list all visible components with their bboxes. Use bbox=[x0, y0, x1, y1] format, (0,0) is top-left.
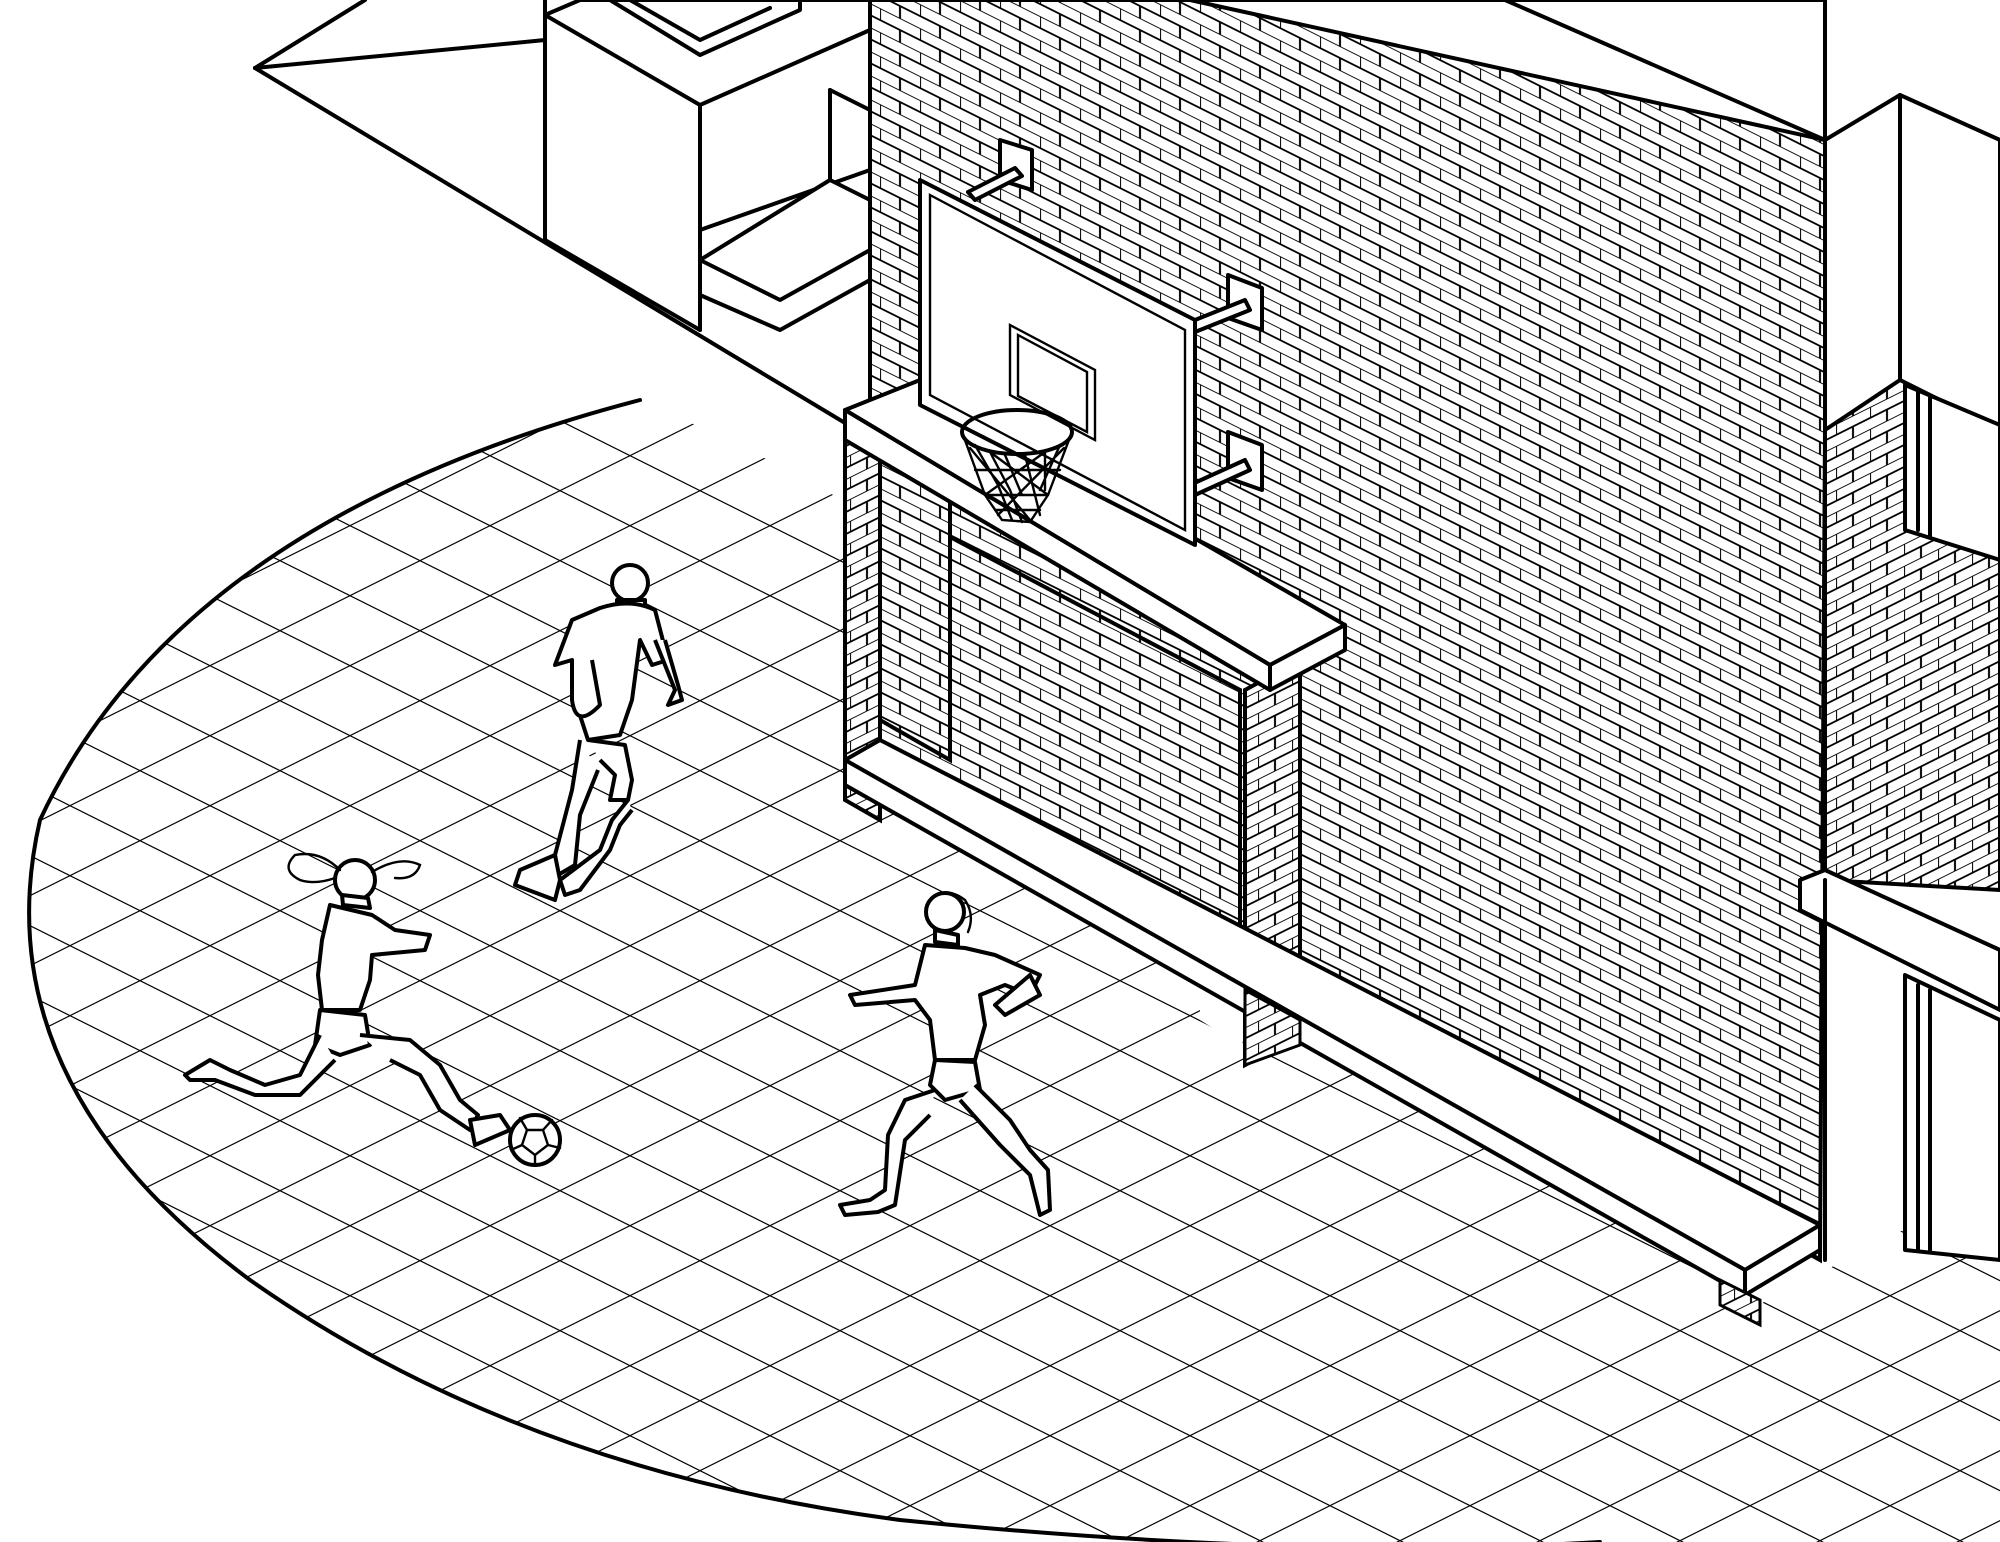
basketball-hoop-icon bbox=[918, 138, 1264, 547]
soccer-ball-icon bbox=[508, 1113, 562, 1167]
background-buildings bbox=[253, 0, 872, 440]
player-kicking-ball bbox=[183, 852, 512, 1147]
player-running-top bbox=[513, 563, 684, 902]
window-sill bbox=[1798, 868, 2000, 1012]
right-building bbox=[1798, 93, 2000, 1262]
player-running-right bbox=[838, 891, 1052, 1217]
